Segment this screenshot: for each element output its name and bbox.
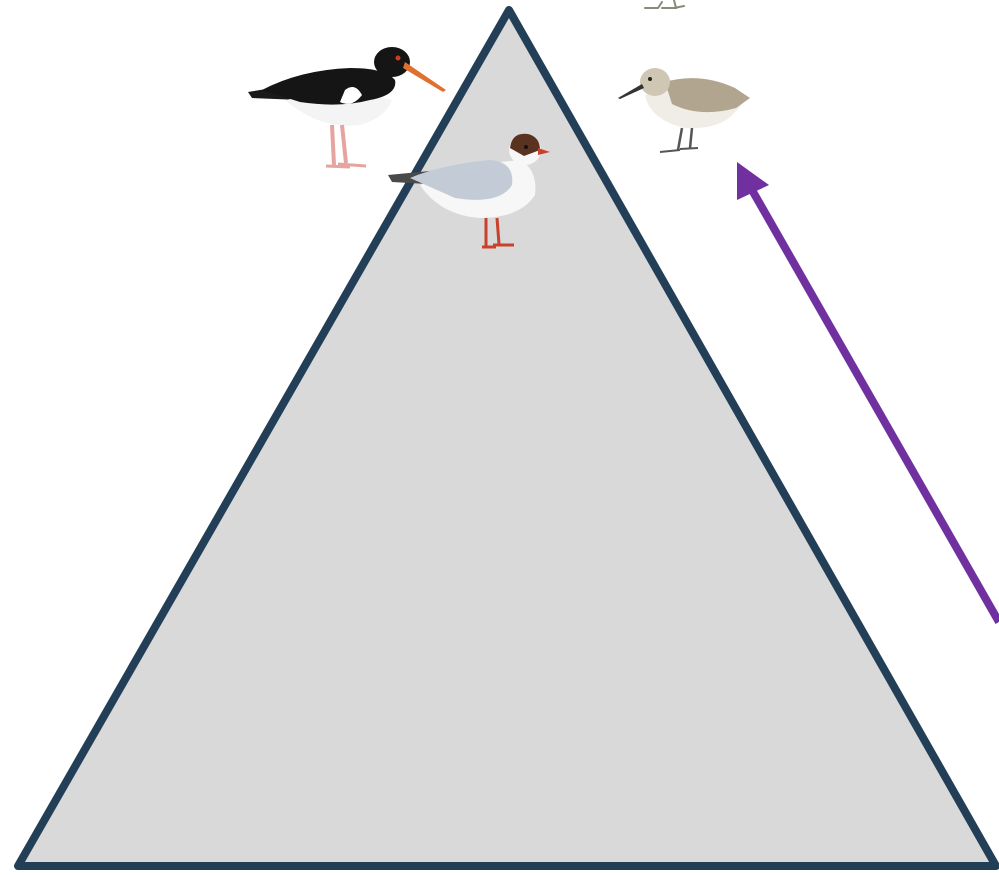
pyramid-triangle <box>14 6 999 870</box>
dunlin-icon <box>618 68 750 153</box>
black-headed-gull-icon <box>388 133 550 249</box>
oystercatcher-icon <box>248 47 446 169</box>
up-arrow <box>737 162 999 624</box>
bird-feet-partial-icon <box>644 0 685 9</box>
arrow-shaft <box>748 188 999 624</box>
arrow-head <box>737 162 769 200</box>
